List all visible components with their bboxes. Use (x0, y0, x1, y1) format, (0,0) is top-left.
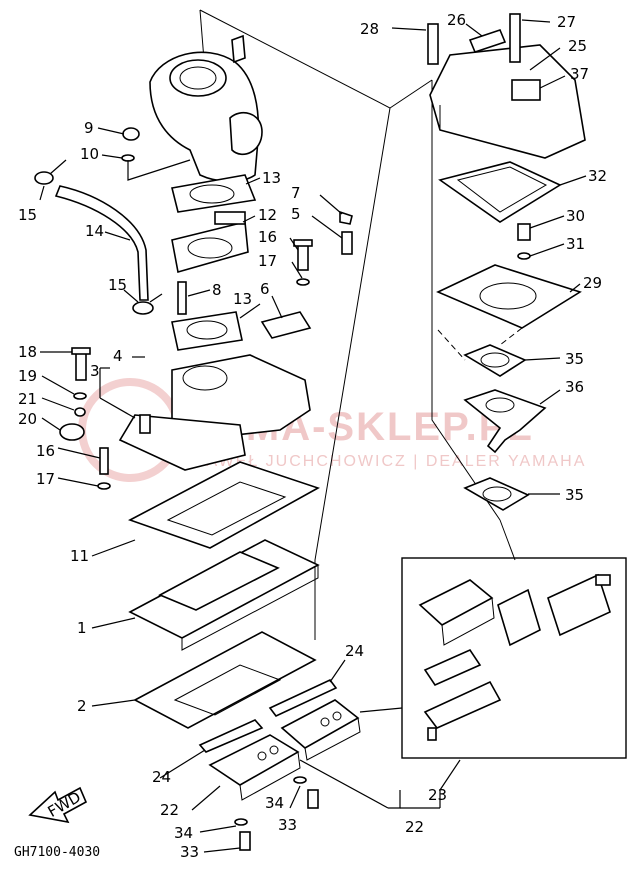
callout-25: 25 (568, 37, 587, 55)
gasket-13-upper (171, 174, 257, 213)
callout-22-left: 22 (160, 801, 179, 819)
callout-33-left: 33 (180, 843, 199, 861)
bolt-30 (517, 223, 531, 260)
clamp-15-lower (132, 293, 163, 315)
screws-33 (234, 776, 319, 851)
left-small-parts (59, 127, 140, 490)
callout-37: 37 (570, 65, 589, 83)
callout-30: 30 (566, 207, 585, 225)
leader-lines (39, 19, 587, 853)
clamp-15-upper (34, 159, 67, 185)
callout-15-lower: 15 (108, 276, 127, 294)
callout-13-lower: 13 (233, 290, 252, 308)
reed-valve-22-right (280, 699, 361, 761)
callout-36: 36 (565, 378, 584, 396)
joint-12 (171, 211, 249, 274)
callout-24-lower: 24 (152, 768, 171, 786)
reed-valve-22-left (208, 734, 301, 801)
stud-8 (177, 281, 187, 315)
hose-14 (54, 185, 149, 301)
callout-numbers: 9 10 15 14 15 13 12 8 13 7 5 16 17 6 4 3… (18, 11, 607, 861)
cover-25 (427, 13, 586, 159)
gasket-32 (438, 161, 562, 223)
fwd-arrow-icon: FWD (28, 786, 88, 824)
callout-18: 18 (18, 343, 37, 361)
callout-9: 9 (84, 119, 94, 137)
callout-6: 6 (260, 280, 270, 298)
callout-34-right: 34 (265, 794, 284, 812)
reed-detail-box (401, 557, 627, 759)
exhaust-manifold (149, 34, 263, 183)
callout-27: 27 (557, 13, 576, 31)
watermark-line2: PAWEŁ JUCHCHOWICZ | DEALER YAMAHA (195, 453, 586, 470)
callout-8: 8 (212, 281, 222, 299)
callout-10: 10 (80, 145, 99, 163)
callout-19: 19 (18, 367, 37, 385)
callout-16-left: 16 (36, 442, 55, 460)
gasket-24-pair (198, 679, 338, 753)
callout-35-lower: 35 (565, 486, 584, 504)
gasket-13-lower (171, 311, 243, 351)
callout-24-upper: 24 (345, 642, 364, 660)
callout-34-left: 34 (174, 824, 193, 842)
callout-2: 2 (77, 697, 87, 715)
reed-body-1 (128, 539, 320, 651)
gasket-35-upper (463, 344, 527, 377)
gasket-2 (133, 631, 317, 729)
gasket-35-lower (463, 477, 530, 511)
diagram-code: GH7100-4030 (14, 845, 100, 860)
callout-11: 11 (70, 547, 89, 565)
callout-33-right: 33 (278, 816, 297, 834)
callout-28: 28 (360, 20, 379, 38)
callout-35-upper: 35 (565, 350, 584, 368)
plate-36 (463, 389, 547, 454)
callout-21: 21 (18, 390, 37, 408)
callout-20: 20 (18, 410, 37, 428)
callout-23: 23 (428, 786, 447, 804)
plate-29 (436, 264, 582, 329)
intake-manifold-3 (118, 354, 311, 471)
callout-13-upper: 13 (262, 169, 281, 187)
callout-17-left: 17 (36, 470, 55, 488)
callout-32: 32 (588, 167, 607, 185)
callout-16-right: 16 (258, 228, 277, 246)
callout-15-upper: 15 (18, 206, 37, 224)
callout-4: 4 (113, 347, 123, 365)
gasket-11 (128, 461, 320, 549)
right-small-parts (260, 210, 353, 339)
callout-7: 7 (291, 184, 301, 202)
callout-14: 14 (85, 222, 104, 240)
callout-12: 12 (258, 206, 277, 224)
callout-17-right: 17 (258, 252, 277, 270)
callout-3: 3 (90, 362, 100, 380)
callout-26: 26 (447, 11, 466, 29)
callout-31: 31 (566, 235, 585, 253)
callout-29: 29 (583, 274, 602, 292)
callout-22-right: 22 (405, 818, 424, 836)
callout-5: 5 (291, 205, 301, 223)
callout-1: 1 (77, 619, 87, 637)
